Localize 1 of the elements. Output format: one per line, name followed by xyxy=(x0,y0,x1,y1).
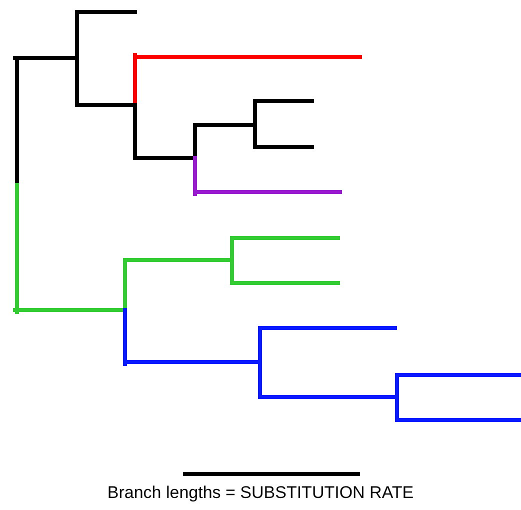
caption: Branch lengths = SUBSTITUTION RATE xyxy=(107,483,414,503)
